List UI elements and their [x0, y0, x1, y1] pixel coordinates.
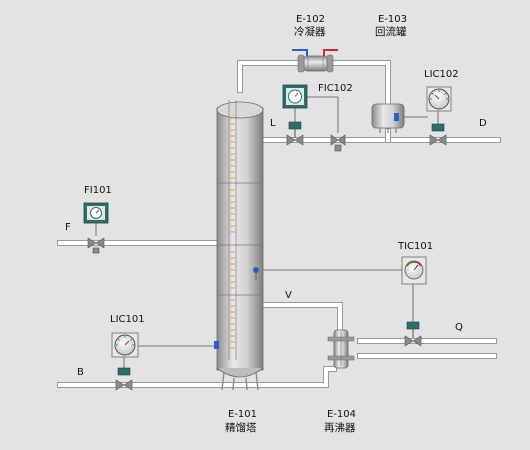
level-sensor-icon: [394, 113, 399, 121]
stream-b-label: B: [77, 367, 84, 378]
tic101-panel[interactable]: [401, 256, 427, 285]
stream-l-label: L: [270, 118, 276, 129]
reflux-drum-name: 回流罐: [375, 26, 407, 38]
fic102-label: FIC102: [318, 83, 353, 94]
lic102-label: LIC102: [424, 69, 459, 80]
feed-flow-element[interactable]: [87, 237, 105, 254]
condenser-tag: E-102: [296, 14, 326, 25]
lic102-gauge[interactable]: [426, 86, 452, 112]
reboiler-vapor-pipe: [260, 302, 343, 333]
lic101-gauge[interactable]: [111, 332, 139, 358]
condenser-name: 冷凝器: [294, 26, 326, 38]
fic102-panel[interactable]: [282, 84, 308, 109]
column-tag: E-101: [228, 409, 258, 420]
lic101-label: LIC101: [110, 314, 145, 325]
reflux-drum-e103[interactable]: [371, 103, 405, 133]
reboiler-name: 再沸器: [324, 422, 356, 434]
cooling-water-outlet-icon: [323, 49, 338, 56]
stream-q-label: Q: [455, 322, 463, 333]
stream-v-label: V: [285, 290, 292, 301]
tic101-label: TIC101: [398, 241, 434, 252]
bottoms-pipe: [57, 366, 337, 388]
column-legs: [221, 371, 259, 391]
bottom-level-sensor-icon: [214, 341, 219, 349]
bottoms-control-valve[interactable]: [115, 367, 133, 391]
reflux-control-valve[interactable]: [286, 121, 304, 146]
column-trays: [230, 117, 235, 349]
reboiler-tag: E-104: [327, 409, 357, 420]
distillate-control-valve[interactable]: [429, 123, 447, 146]
column-name: 精馏塔: [225, 422, 257, 434]
temperature-element-icon: [253, 267, 259, 280]
reflux-drum-tag: E-103: [378, 14, 408, 25]
cooling-water-inlet-icon: [292, 49, 308, 56]
reboiler-e104[interactable]: [327, 329, 355, 369]
stream-f-label: F: [65, 222, 71, 233]
stream-d-label: D: [479, 118, 487, 129]
fi101-panel[interactable]: [83, 202, 109, 224]
flow-transmitter-fic102[interactable]: [330, 134, 346, 152]
column-ladder: [228, 100, 237, 360]
fi101-label: FI101: [84, 185, 112, 196]
heating-control-valve[interactable]: [404, 321, 422, 347]
condenser-e102[interactable]: [292, 49, 338, 73]
distillation-column-e101[interactable]: [214, 100, 264, 391]
